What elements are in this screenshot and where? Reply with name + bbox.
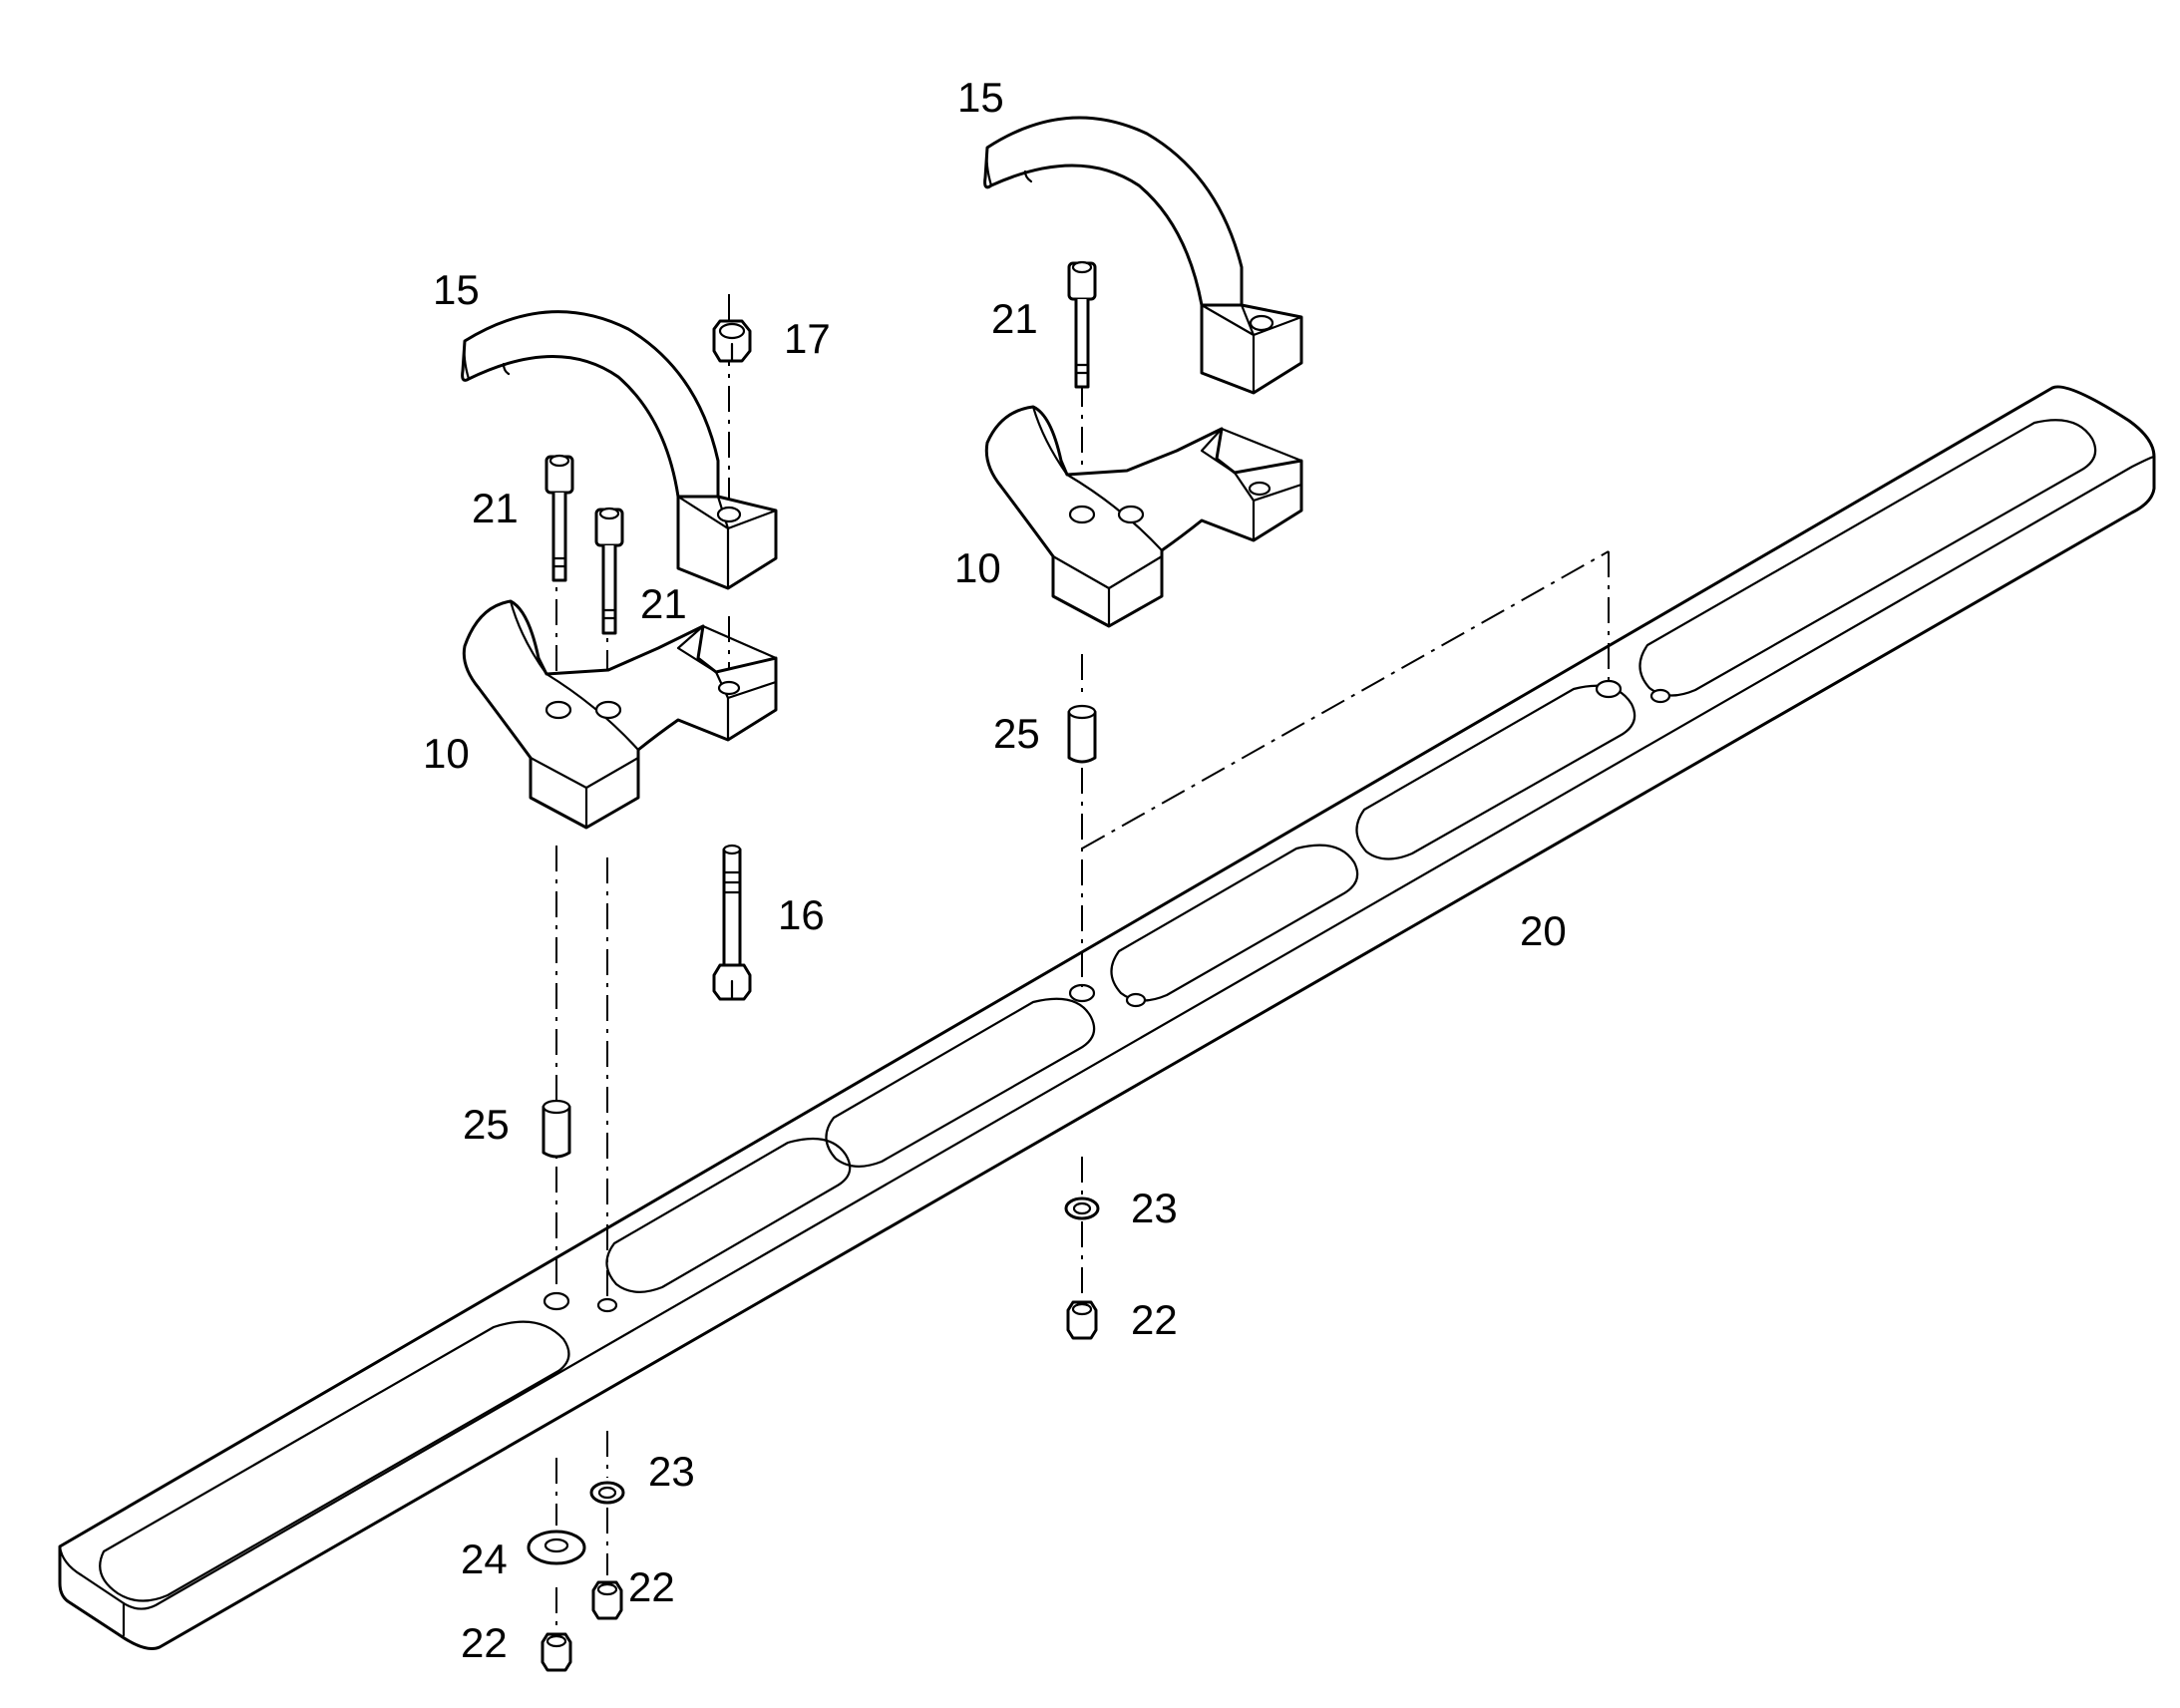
clamp-upper-half-left-15 [461, 310, 778, 590]
nut-22-right [1066, 1300, 1098, 1340]
callout-21-left-a: 21 [472, 485, 519, 531]
callout-22-right: 22 [1131, 1296, 1178, 1343]
callout-16: 16 [778, 891, 825, 938]
rail-part-20 [58, 385, 2156, 1650]
bolt-21-right [1067, 260, 1097, 389]
callout-24: 24 [461, 1536, 508, 1582]
nut-17 [712, 319, 752, 363]
callout-23-left: 23 [648, 1448, 695, 1495]
clamp-lower-half-left-10 [462, 599, 778, 830]
spacer-25-left [542, 1099, 571, 1159]
washer-24 [527, 1530, 586, 1565]
rail-slots [99, 419, 2097, 1602]
callout-10-right: 10 [954, 544, 1001, 591]
callout-25-right: 25 [993, 710, 1040, 757]
assembly-centre-lines [555, 294, 1610, 1630]
callout-labels: 15 15 17 21 21 21 10 10 25 16 20 25 23 2… [423, 74, 1567, 1666]
callout-25-left: 25 [463, 1101, 510, 1148]
callout-15-left: 15 [433, 266, 480, 313]
callout-15-right: 15 [957, 74, 1004, 121]
spacer-25-right [1067, 704, 1097, 764]
nut-22-left-a [591, 1580, 623, 1620]
callout-23-right: 23 [1131, 1185, 1178, 1231]
callout-10-left: 10 [423, 730, 470, 777]
clamp-lower-half-right-10 [984, 405, 1303, 628]
callout-20: 20 [1520, 907, 1567, 954]
callout-22-left-b: 22 [461, 1619, 508, 1666]
bolt-21-left-a [545, 454, 574, 582]
callout-21-right: 21 [991, 295, 1038, 342]
nut-22-left-b [541, 1632, 572, 1672]
lock-washer-23-left [589, 1481, 625, 1505]
callout-22-left-a: 22 [628, 1563, 675, 1610]
callout-17: 17 [784, 315, 831, 362]
clamp-upper-half-right-15 [983, 116, 1303, 395]
bolt-21-left-b [594, 507, 624, 635]
callout-21-left-b: 21 [640, 580, 687, 627]
lock-washer-23-right [1064, 1196, 1100, 1220]
bolt-16 [712, 844, 752, 1001]
